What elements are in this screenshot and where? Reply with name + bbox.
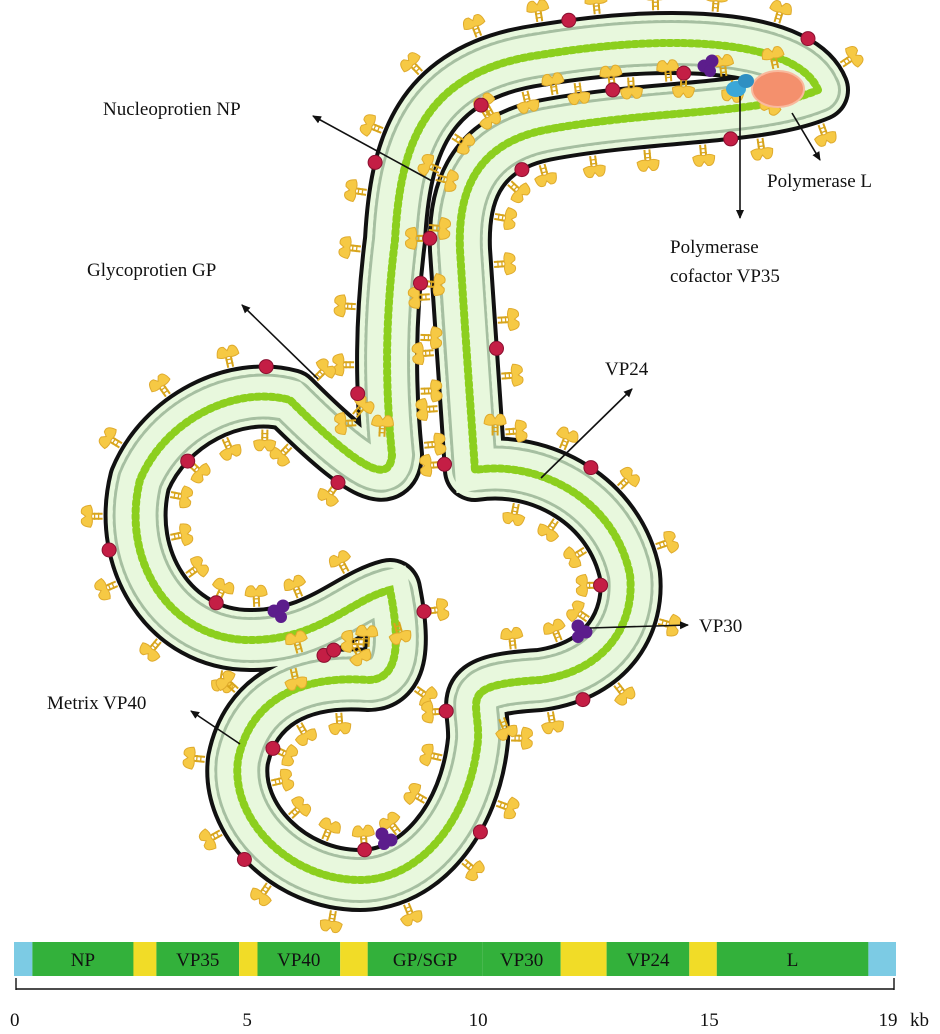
genome-map: NP VP35 VP40 GP/SGP VP30 VP24 L 0 5 10 15 19 kb — [10, 942, 929, 1031]
label-vp24: VP24 — [605, 359, 649, 380]
gene-label: L — [787, 950, 799, 971]
gene-label: VP40 — [277, 950, 320, 971]
label-vp30: VP30 — [699, 616, 742, 637]
glycoprotein-spike — [541, 72, 566, 97]
vp35-protein — [738, 74, 754, 88]
vp24-protein — [414, 276, 428, 290]
vp24-protein — [209, 596, 223, 610]
vp24-protein — [266, 741, 280, 755]
glycoprotein-spike — [169, 522, 194, 548]
vp24-protein — [490, 341, 504, 355]
vp24-protein — [327, 643, 341, 657]
vp24-protein — [358, 843, 372, 857]
vp24-protein — [606, 83, 620, 97]
genome-bar: NP VP35 VP40 GP/SGP VP30 VP24 L — [14, 942, 896, 976]
glycoprotein-spike — [704, 0, 728, 13]
label-nucleoprotein: Nucleoprotien NP — [103, 99, 241, 120]
intergenic-region — [133, 942, 156, 976]
label-polymerase-cofactor-line1: Polymerase — [670, 237, 759, 258]
label-glycoprotein: Glycoprotien GP — [87, 260, 216, 281]
glycoprotein-spike — [328, 712, 352, 735]
gene-label: VP30 — [500, 950, 543, 971]
glycoprotein-spike — [215, 344, 241, 370]
gene-label: VP24 — [626, 950, 670, 971]
intergenic-region — [14, 942, 32, 976]
virion — [81, 0, 865, 934]
vp24-protein — [515, 163, 529, 177]
label-polymerase-cofactor-line2: cofactor VP35 — [670, 266, 780, 287]
vp24-protein — [331, 476, 345, 490]
glycoprotein-spike — [253, 429, 275, 451]
glycoprotein-spike — [749, 137, 774, 161]
glycoprotein-spike — [423, 432, 446, 456]
intergenic-region — [340, 942, 368, 976]
vp24-protein — [724, 132, 738, 146]
tick-label: 10 — [469, 1010, 488, 1031]
polymerase-l — [752, 71, 804, 107]
glycoprotein-spike — [526, 0, 551, 23]
intergenic-region — [239, 942, 257, 976]
glycoprotein-spike — [692, 144, 716, 167]
glycoprotein-spike — [319, 909, 344, 934]
vp24-protein — [439, 704, 453, 718]
gene-label: VP35 — [176, 950, 219, 971]
vp24-protein — [801, 32, 815, 46]
glycoprotein-spike — [344, 178, 368, 203]
vp24-protein — [423, 231, 437, 245]
glycoprotein-spike — [333, 354, 354, 376]
tick-label: 0 — [10, 1010, 20, 1031]
glycoprotein-spike — [501, 364, 524, 387]
glycoprotein-spike — [245, 585, 268, 607]
glycoprotein-spike — [582, 154, 607, 178]
vp24-protein — [562, 13, 576, 27]
vp24-protein — [368, 155, 382, 169]
vp24-protein — [584, 461, 598, 475]
vp24-protein — [351, 387, 365, 401]
intergenic-region — [868, 942, 896, 976]
vp24-protein — [417, 605, 431, 619]
vp24-protein — [102, 543, 116, 557]
intergenic-region — [561, 942, 607, 976]
glycoprotein-spike — [500, 627, 524, 651]
glycoprotein-spike — [338, 236, 362, 260]
glycoprotein-spike — [644, 0, 667, 10]
vp24-protein — [181, 454, 195, 468]
label-matrix: Metrix VP40 — [47, 693, 146, 714]
glycoprotein-spike — [269, 767, 295, 793]
intergenic-region — [689, 942, 717, 976]
vp24-protein — [473, 825, 487, 839]
glycoprotein-spike — [540, 710, 565, 735]
label-polymerase-l: Polymerase L — [767, 171, 872, 192]
genome-axis — [16, 978, 894, 990]
vp24-protein — [594, 578, 608, 592]
nucleocapsid — [136, 43, 818, 880]
glycoprotein-spike — [636, 149, 660, 172]
vp24-protein — [474, 98, 488, 112]
vp24-protein — [237, 853, 251, 867]
gene-label: NP — [71, 950, 95, 971]
axis-unit: kb — [910, 1010, 929, 1031]
glycoprotein-spike — [169, 484, 194, 510]
glycoprotein-spike — [419, 742, 445, 768]
vp24-protein — [677, 66, 691, 80]
tick-label: 5 — [242, 1010, 252, 1031]
vp24-protein — [259, 360, 273, 374]
gene-label: GP/SGP — [393, 950, 457, 971]
glycoprotein-spike — [334, 294, 357, 317]
tick-label: 19 — [879, 1010, 898, 1031]
glycoprotein-spike — [493, 206, 518, 231]
vp24-protein — [438, 457, 452, 471]
glycoprotein-spike — [501, 501, 527, 526]
glycoprotein-spike — [183, 746, 206, 770]
glycoprotein-spike — [81, 505, 102, 527]
tick-label: 15 — [700, 1010, 719, 1031]
vp24-protein — [576, 693, 590, 707]
genome-tick-labels: 0 5 10 15 19 — [10, 1010, 898, 1031]
glycoprotein-spike — [493, 252, 516, 275]
glycoprotein-spike — [497, 308, 520, 331]
glycoprotein-spike — [584, 0, 608, 15]
